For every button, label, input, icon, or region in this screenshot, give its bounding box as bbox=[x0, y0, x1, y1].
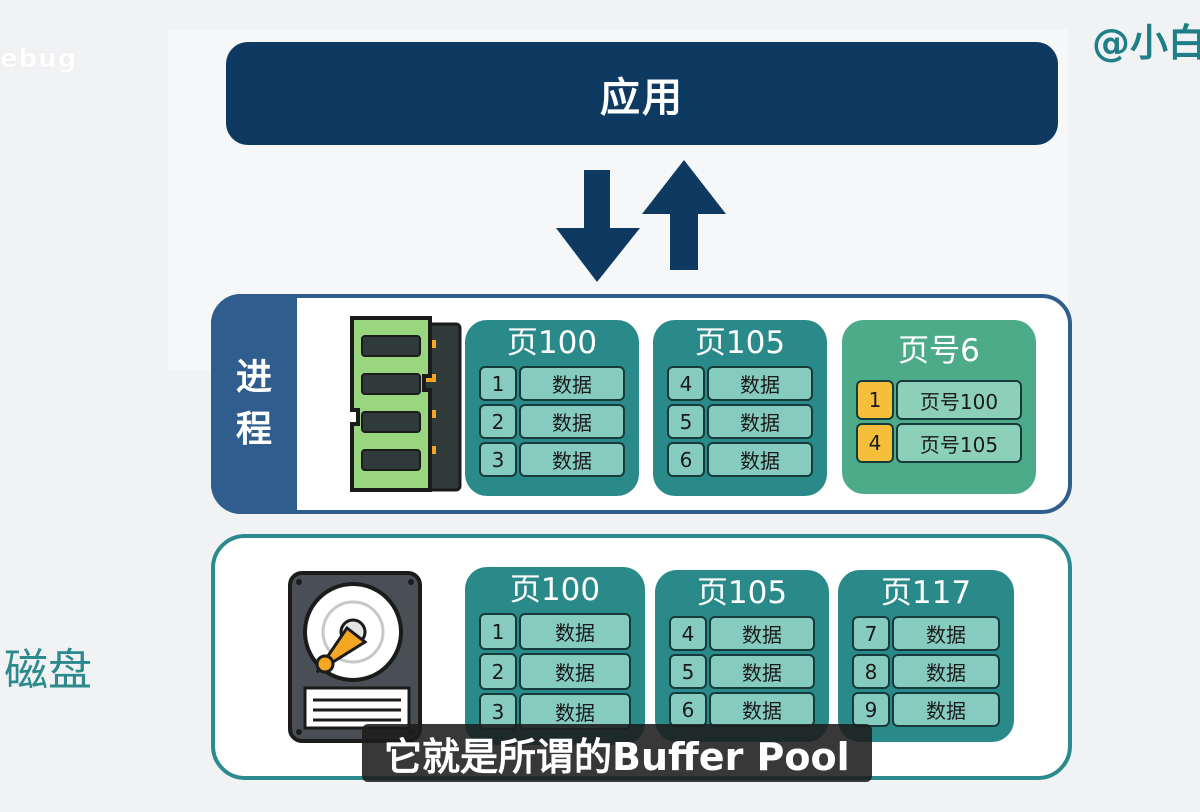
table-row: 1 数据 bbox=[479, 613, 631, 652]
up-down-arrows-icon bbox=[556, 160, 726, 282]
table-row: 4 数据 bbox=[669, 616, 815, 653]
row-number: 3 bbox=[479, 442, 517, 477]
row-data: 数据 bbox=[519, 653, 631, 690]
row-number: 8 bbox=[852, 654, 890, 689]
row-number: 6 bbox=[667, 442, 705, 477]
row-data: 数据 bbox=[519, 404, 625, 439]
memory-page-card-100: 页100 1 数据 2 数据 3 数据 bbox=[465, 320, 639, 496]
table-row: 9 数据 bbox=[852, 692, 1000, 729]
process-label-2: 程 bbox=[235, 409, 272, 450]
watermark-left: ebug bbox=[0, 44, 78, 74]
watermark-right: @小白 bbox=[1092, 21, 1200, 65]
table-row: 2 数据 bbox=[479, 653, 631, 692]
page-title: 页105 bbox=[696, 575, 788, 611]
row-data: 数据 bbox=[709, 616, 815, 651]
row-data: 数据 bbox=[707, 442, 813, 477]
row-number: 4 bbox=[856, 423, 894, 463]
row-data: 数据 bbox=[519, 613, 631, 650]
row-data: 数据 bbox=[709, 654, 815, 689]
video-subtitle: 它就是所谓的Buffer Pool bbox=[362, 724, 872, 782]
row-number: 1 bbox=[479, 366, 517, 401]
row-number: 1 bbox=[479, 613, 517, 650]
row-number: 2 bbox=[479, 404, 517, 439]
row-number: 4 bbox=[669, 616, 707, 651]
application-label: 应用 bbox=[600, 74, 684, 121]
row-data: 数据 bbox=[892, 692, 1000, 727]
disk-page-card-117: 页117 7 数据 8 数据 9 数据 bbox=[838, 570, 1014, 742]
row-number: 5 bbox=[667, 404, 705, 439]
row-data: 数据 bbox=[707, 404, 813, 439]
table-row: 1 数据 bbox=[479, 366, 625, 403]
row-number: 7 bbox=[852, 616, 890, 651]
row-data: 数据 bbox=[519, 366, 625, 401]
table-row: 3 数据 bbox=[479, 442, 625, 479]
table-row: 4 数据 bbox=[667, 366, 813, 403]
directory-page-card: 页号6 1 页号100 4 页号105 bbox=[842, 320, 1036, 494]
row-data: 页号100 bbox=[896, 380, 1022, 420]
application-bar: 应用 bbox=[226, 42, 1058, 145]
table-row: 1 页号100 bbox=[856, 380, 1022, 422]
table-row: 5 数据 bbox=[669, 654, 815, 691]
row-data: 数据 bbox=[519, 442, 625, 477]
row-number: 6 bbox=[669, 692, 707, 727]
row-number: 4 bbox=[667, 366, 705, 401]
page-title: 页号6 bbox=[898, 333, 980, 369]
page-title: 页117 bbox=[880, 575, 972, 611]
table-row: 7 数据 bbox=[852, 616, 1000, 653]
memory-page-card-105: 页105 4 数据 5 数据 6 数据 bbox=[653, 320, 827, 496]
table-row: 5 数据 bbox=[667, 404, 813, 441]
row-number: 9 bbox=[852, 692, 890, 727]
disk-label: 磁盘 bbox=[4, 645, 92, 696]
row-number: 5 bbox=[669, 654, 707, 689]
row-data: 数据 bbox=[709, 692, 815, 727]
table-row: 2 数据 bbox=[479, 404, 625, 441]
table-row: 6 数据 bbox=[669, 692, 815, 729]
disk-page-card-105: 页105 4 数据 5 数据 6 数据 bbox=[655, 570, 829, 742]
row-number: 1 bbox=[856, 380, 894, 420]
page-title: 页105 bbox=[694, 325, 786, 361]
table-row: 8 数据 bbox=[852, 654, 1000, 691]
ram-module-icon bbox=[350, 316, 462, 492]
row-data: 数据 bbox=[892, 616, 1000, 651]
table-row: 4 页号105 bbox=[856, 423, 1022, 465]
page-title: 页100 bbox=[506, 325, 598, 361]
hard-disk-icon bbox=[288, 571, 422, 743]
table-row: 6 数据 bbox=[667, 442, 813, 479]
disk-page-card-100: 页100 1 数据 2 数据 3 数据 bbox=[465, 567, 645, 745]
row-data: 数据 bbox=[892, 654, 1000, 689]
row-data: 页号105 bbox=[896, 423, 1022, 463]
up-arrow-icon bbox=[642, 160, 726, 270]
row-number: 2 bbox=[479, 653, 517, 690]
row-data: 数据 bbox=[707, 366, 813, 401]
down-arrow-icon bbox=[556, 170, 640, 282]
page-title: 页100 bbox=[509, 572, 601, 608]
process-label-tab: 进 程 bbox=[211, 294, 297, 514]
process-label-1: 进 bbox=[235, 357, 272, 398]
